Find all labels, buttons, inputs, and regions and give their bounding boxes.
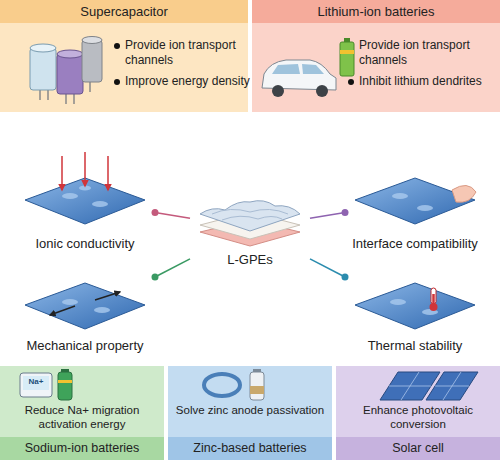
capacitor-icon [30,37,102,105]
panel-heading: Solar cell [336,437,500,460]
bullet-dot [348,43,354,49]
application-panel: Lithium-ion batteriesProvide ion transpo… [252,0,500,112]
panel-body: Enhance photovoltaic conversion [341,403,495,431]
connector-dot [152,273,159,280]
bullet-dot [114,79,120,85]
membrane-sheet [355,283,475,329]
node-label: Ionic conductivity [15,236,155,251]
application-panel: SupercapacitorProvide ion transport chan… [0,0,248,112]
bullet-dot [114,43,120,49]
connector-line [155,259,190,277]
node-label: Interface compatibility [345,236,485,251]
panel-body: Reduce Na+ migration activation energy [5,403,159,431]
membrane-sheet [25,152,145,224]
connector-dot [152,209,159,216]
property-node: Ionic conductivity [15,150,155,252]
property-node: Interface compatibility [345,150,485,252]
application-panel: Enhance photovoltaic conversionSolar cel… [336,366,500,460]
application-panel: Reduce Na+ migration activation energySo… [0,366,164,460]
node-label: Mechanical property [15,338,155,353]
panel-body: Solve zinc anode passivation [173,403,327,417]
car-icon [262,38,354,97]
node-label: L-GPEs [190,252,310,267]
membrane-sheet [25,283,145,329]
connector-line [310,212,345,218]
bullet-text: Provide ion transport channels [125,38,255,68]
sodium-battery-icon [20,369,72,400]
connector-line [155,212,190,218]
panel-heading: Lithium-ion batteries [252,0,500,23]
application-panel: Solve zinc anode passivationZinc-based b… [168,366,332,460]
bullet-text: Inhibit lithium dendrites [359,74,500,89]
panel-heading: Zinc-based batteries [168,437,332,460]
connector-line [310,259,345,277]
panel-heading: Supercapacitor [0,0,248,23]
bullet-text: Improve energy density [125,74,255,89]
property-node: Mechanical property [15,272,155,354]
panel-heading: Sodium-ion batteries [0,437,164,460]
bullet-text: Provide ion transport channels [359,38,500,68]
node-label: Thermal stability [345,338,485,353]
connector-dot [342,273,349,280]
zinc-battery-icon [204,369,264,400]
solar-panel-icon [380,372,478,400]
property-node: Thermal stability [345,272,485,354]
bullet-dot [348,79,354,85]
membrane-sheet [355,178,476,224]
connector-dot [342,209,349,216]
membrane-stack [200,201,300,246]
core-material: L-GPEs [190,188,310,268]
